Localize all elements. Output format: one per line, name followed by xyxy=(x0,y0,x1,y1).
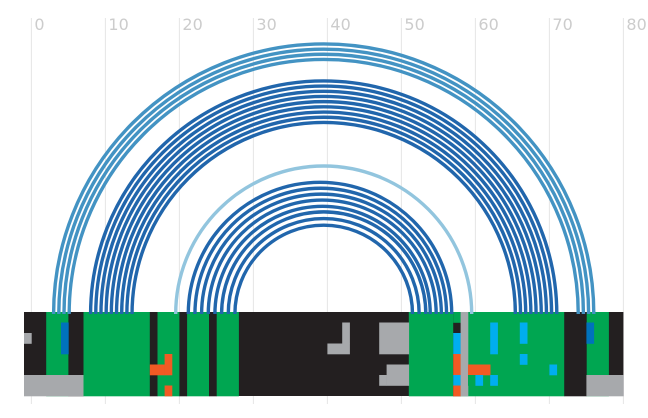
arc-middle xyxy=(125,115,523,315)
arc-innermost xyxy=(186,180,454,315)
track-cell xyxy=(386,364,410,386)
x-tick-label: 30 xyxy=(256,15,276,34)
track-cell xyxy=(342,322,350,344)
arc-middle xyxy=(99,89,549,315)
x-tick-label: 60 xyxy=(478,15,498,34)
track-cell xyxy=(327,343,350,355)
track-cell xyxy=(490,375,498,386)
track-cell xyxy=(164,385,173,397)
x-tick-label: 40 xyxy=(330,15,350,34)
arc-innermost xyxy=(193,186,449,315)
arc-middle xyxy=(88,79,559,315)
arc-middle xyxy=(94,84,554,315)
track-cell xyxy=(186,312,210,397)
track-cell xyxy=(586,322,595,344)
x-tick-label: 70 xyxy=(552,15,572,34)
track-cell xyxy=(61,322,69,355)
x-tick-label: 50 xyxy=(404,15,424,34)
track-heatmap xyxy=(24,312,624,397)
arc-innermost xyxy=(206,198,438,315)
arc-innermost xyxy=(199,192,444,315)
arc-middle xyxy=(109,100,538,315)
arcs xyxy=(51,42,596,315)
track-cell xyxy=(490,322,498,355)
track-cell xyxy=(179,312,188,397)
track-cell xyxy=(468,375,476,386)
track-cell xyxy=(149,312,158,397)
arc-outer xyxy=(57,47,591,315)
track-cell xyxy=(149,364,165,376)
track-cell xyxy=(519,354,528,365)
x-tick-label: 80 xyxy=(626,15,646,34)
track-cell xyxy=(453,312,461,323)
track-cell xyxy=(408,312,454,397)
track-cell xyxy=(453,354,461,376)
track-cell xyxy=(209,312,217,397)
track-cell xyxy=(519,322,528,344)
track-cell xyxy=(24,333,32,344)
track-cell xyxy=(379,375,387,386)
arc-outer xyxy=(67,57,580,315)
arc-middle xyxy=(119,110,528,315)
track-cell xyxy=(164,354,173,376)
track-cell xyxy=(460,312,469,397)
arc-innermost xyxy=(226,216,421,315)
arc-inner xyxy=(174,164,474,315)
track-cell xyxy=(564,312,587,397)
x-tick-label: 20 xyxy=(182,15,202,34)
arc-middle xyxy=(114,105,533,315)
x-tick-label: 10 xyxy=(108,15,128,34)
arc-outer xyxy=(51,42,596,315)
track-cell xyxy=(549,364,558,376)
x-axis-ticks: 0 10 20 30 40 50 60 70 80 xyxy=(34,15,646,34)
track-cell xyxy=(468,364,491,376)
arc-innermost xyxy=(213,204,432,315)
track-cell xyxy=(475,375,484,386)
arc-middle xyxy=(130,120,518,315)
x-tick-label: 0 xyxy=(34,15,44,34)
track-cell xyxy=(379,322,410,355)
track-cell xyxy=(83,312,151,397)
arc-innermost xyxy=(219,210,428,315)
track-cell xyxy=(216,312,239,397)
track-cell xyxy=(453,385,461,397)
track-cell xyxy=(586,375,624,397)
track-cell xyxy=(453,375,461,386)
arc-middle xyxy=(104,94,543,315)
arc-outer xyxy=(62,52,586,315)
track-cell xyxy=(24,375,84,397)
arc-innermost xyxy=(233,223,415,315)
track-cell xyxy=(453,333,461,355)
